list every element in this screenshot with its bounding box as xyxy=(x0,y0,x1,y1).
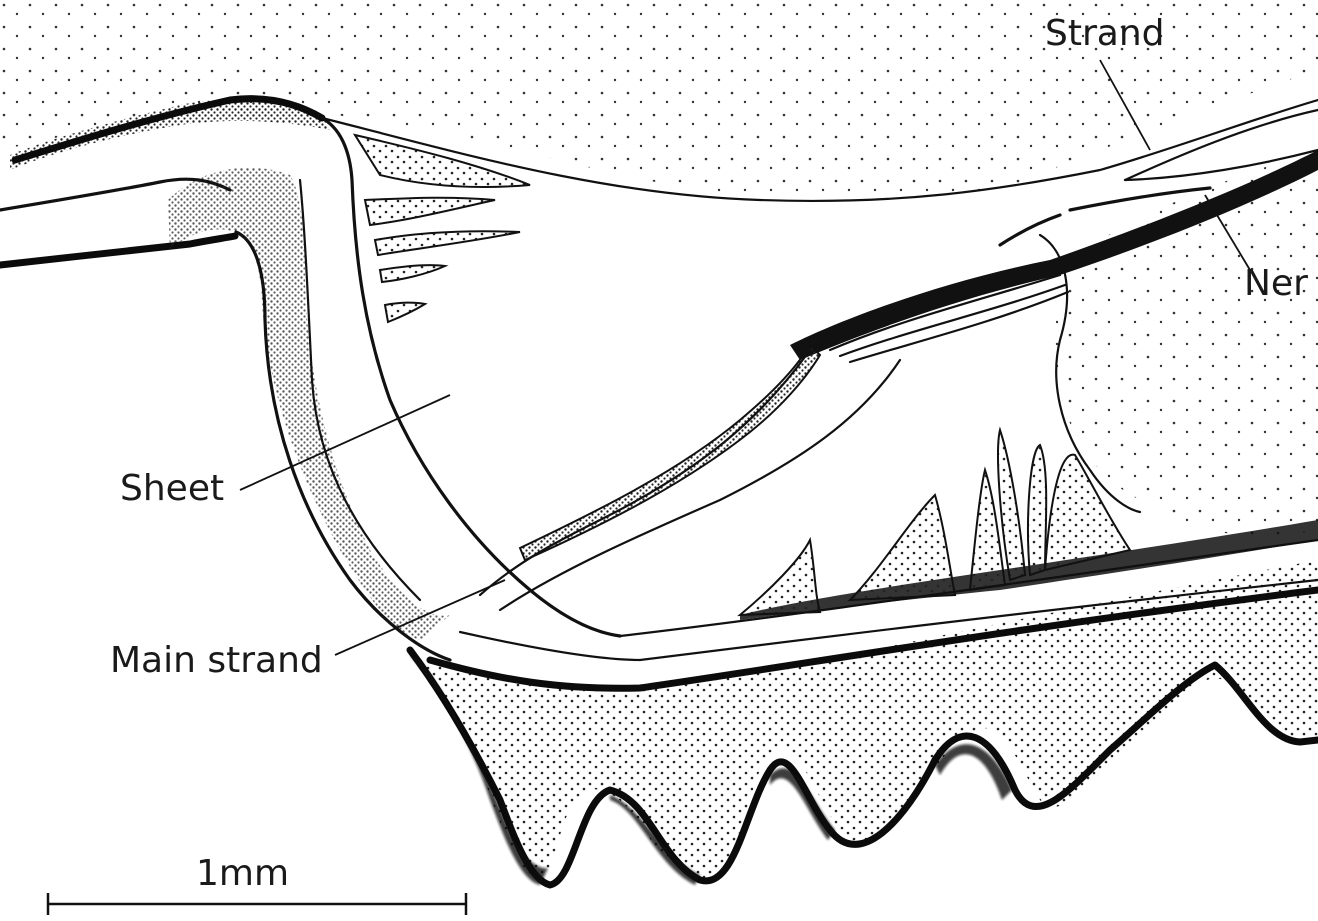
nerve-label: Ner xyxy=(1244,263,1308,304)
sheet-label: Sheet xyxy=(120,468,224,509)
strand-label: Strand xyxy=(1045,13,1165,54)
main-strand-label: Main strand xyxy=(110,640,323,681)
scale-bar-label: 1mm xyxy=(196,853,289,894)
